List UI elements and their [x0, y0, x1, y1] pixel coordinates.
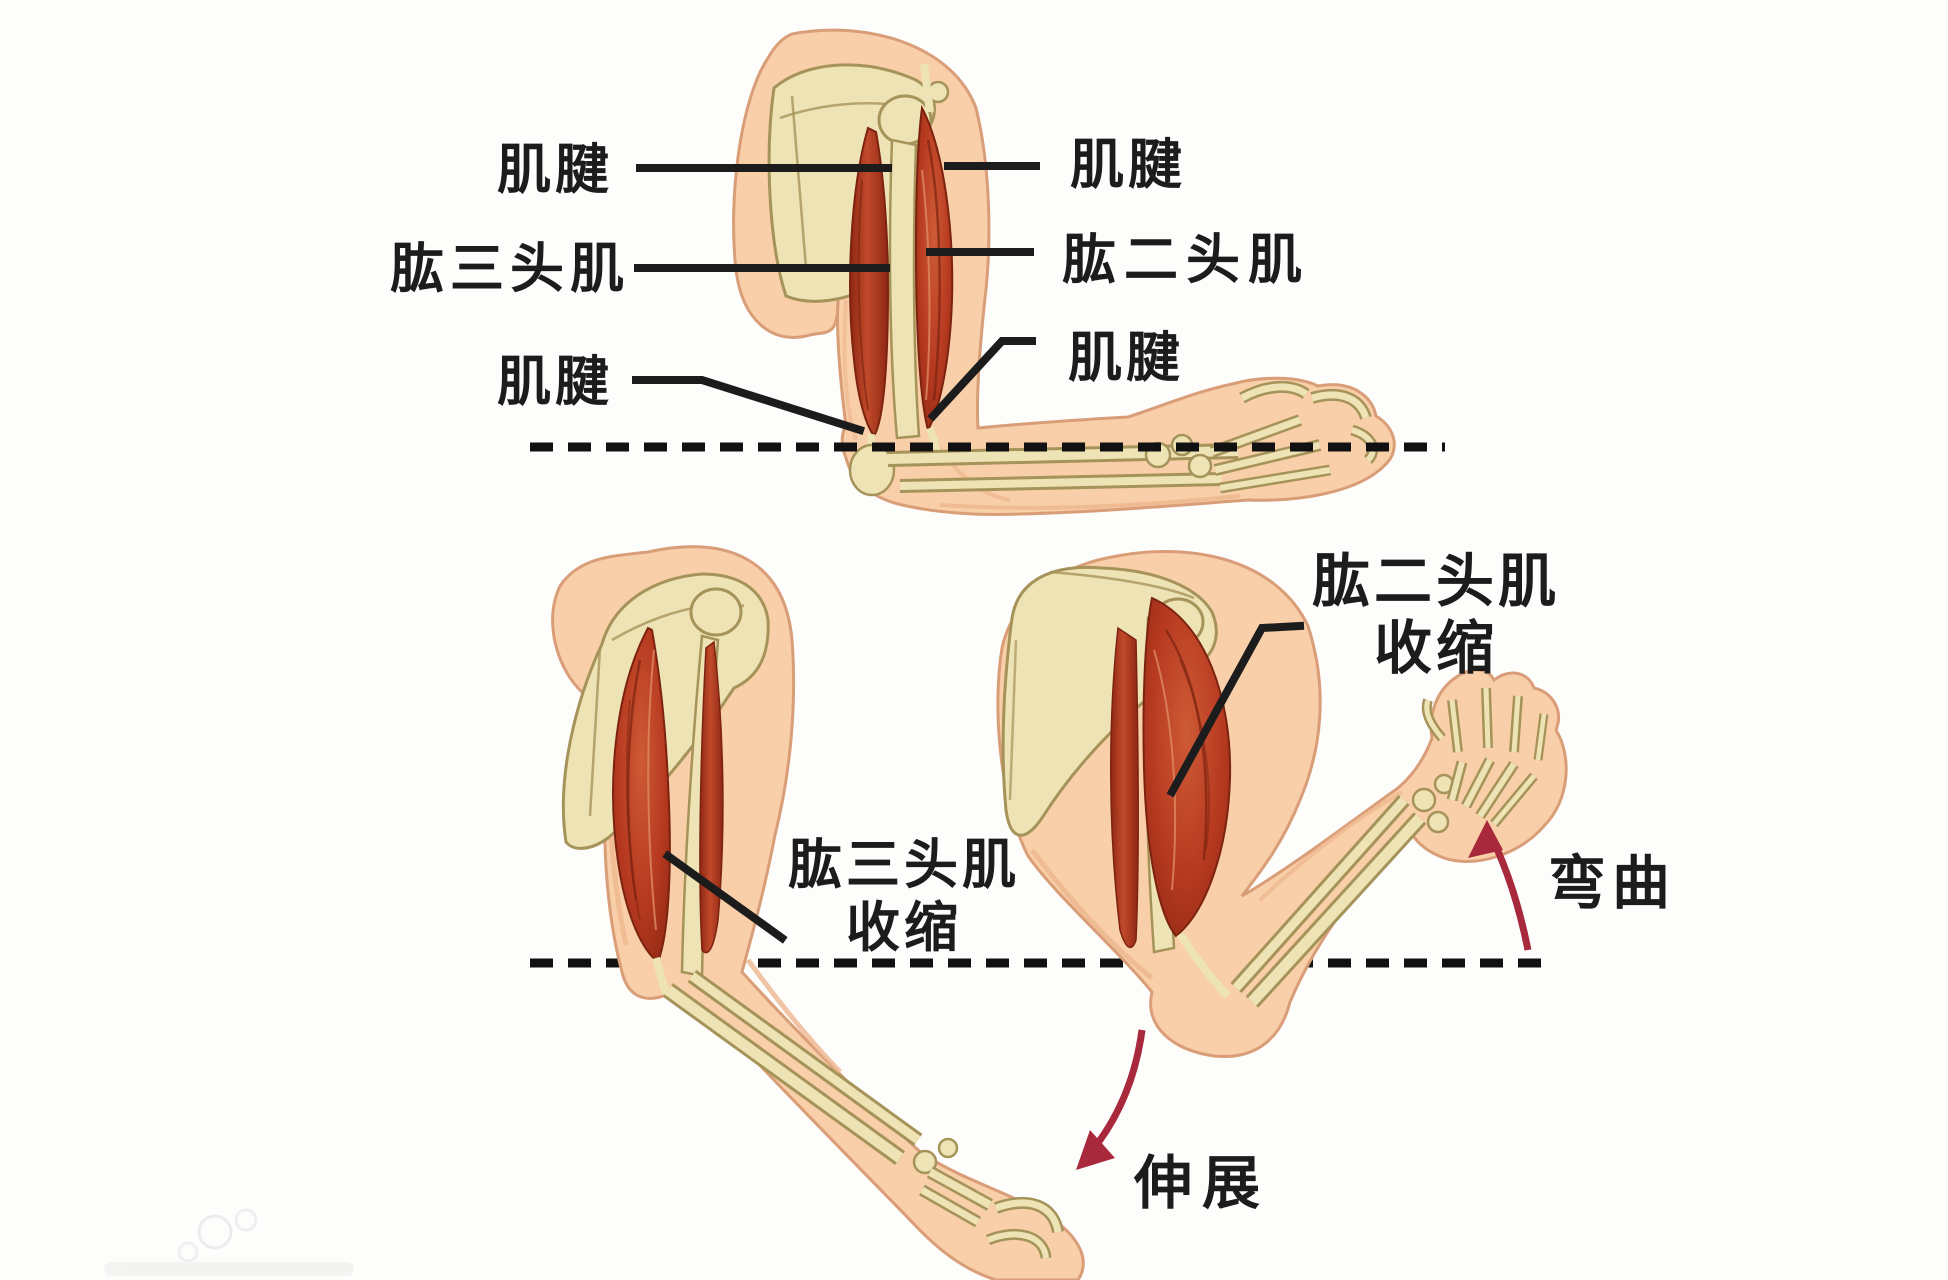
humeral-head-bone: [689, 587, 743, 637]
label-tendon-upper-right: 肌腱: [1070, 133, 1186, 196]
forearm-bones: [663, 969, 923, 1165]
label-tendon-lower-right: 肌腱: [1068, 326, 1184, 389]
top-arm-figure: [732, 28, 1396, 517]
leader-tendon-lower-right: [927, 337, 1036, 422]
label-biceps-contraction: 肱二头肌 收缩: [1308, 547, 1564, 683]
label-extend: 伸展: [1134, 1149, 1271, 1217]
label-triceps-contraction: 肱三头肌 收缩: [776, 833, 1032, 959]
leader-biceps-contraction: [1166, 621, 1305, 798]
bottom-left-arm-figure: [551, 545, 1085, 1280]
label-biceps-contraction-line2: 收缩: [1373, 614, 1498, 683]
label-biceps-contraction-line1: 肱二头肌: [1311, 547, 1560, 615]
leader-triceps-contraction: [662, 850, 788, 944]
label-triceps: 肱三头肌: [390, 237, 630, 300]
label-flex: 弯曲: [1548, 849, 1677, 917]
humerus-bone: [888, 138, 921, 440]
label-biceps: 肱二头肌: [1062, 228, 1310, 291]
open-hand-bones: [1411, 687, 1549, 834]
leader-tendon-lower-left: [632, 376, 866, 436]
fist-bones: [912, 1137, 1064, 1260]
bottom-right-arm-figure: [996, 550, 1568, 1059]
label-triceps-contraction-line2: 收缩: [846, 895, 962, 959]
biceps-muscle-relaxed: [699, 640, 724, 954]
forearm-bones: [1230, 795, 1427, 1008]
flex-arrowhead-icon: [1468, 820, 1503, 858]
label-tendon-upper-left: 肌腱: [497, 138, 613, 201]
label-triceps-contraction-line1: 肱三头肌: [788, 833, 1020, 896]
label-tendon-lower-left: 肌腱: [497, 350, 613, 413]
leader-lines: [632, 162, 1305, 944]
watermark-bubbles: [104, 1208, 354, 1276]
triceps-muscle-relaxed: [1110, 626, 1140, 949]
motion-arrows: [1076, 820, 1532, 1170]
extend-arrowhead-icon: [1076, 1130, 1115, 1170]
